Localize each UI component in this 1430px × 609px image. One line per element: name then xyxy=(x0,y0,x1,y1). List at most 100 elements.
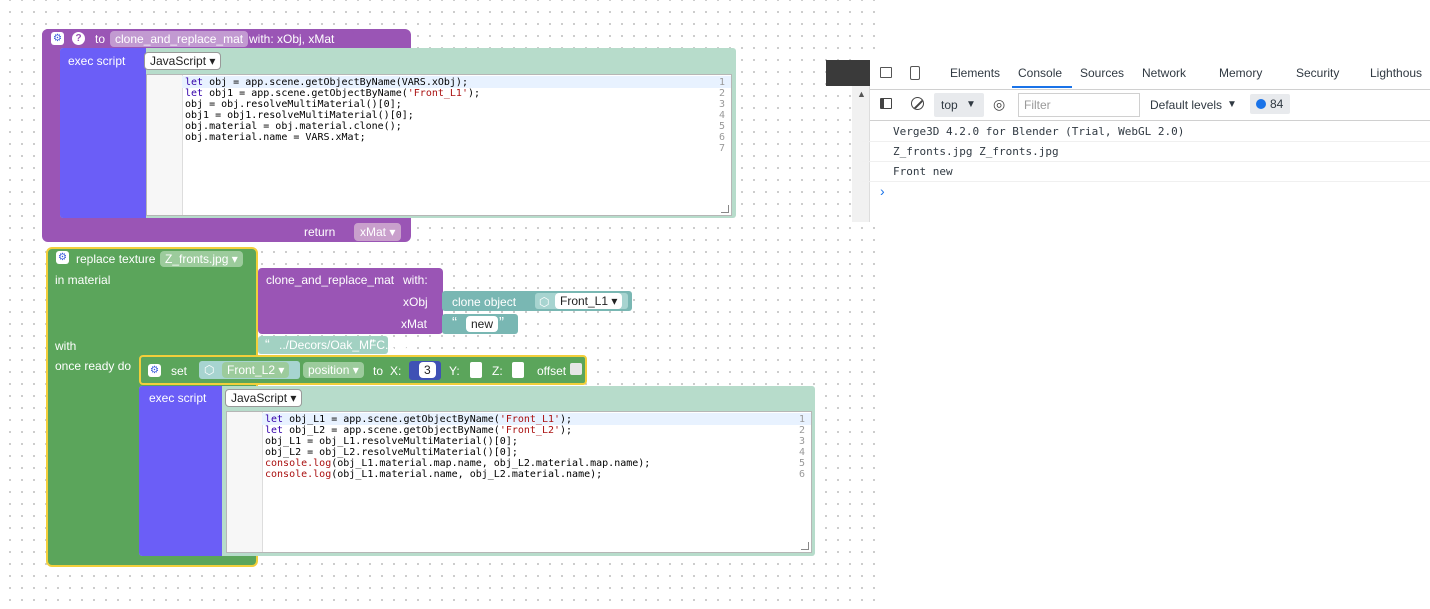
filter-placeholder: Filter xyxy=(1024,98,1051,112)
cube-icon: ⬡ xyxy=(204,363,215,377)
code-line: obj = obj.resolveMultiMaterial()[0]; xyxy=(185,99,402,110)
x-value[interactable]: 3 xyxy=(419,362,436,378)
inspect-element-icon[interactable] xyxy=(880,67,892,78)
tab-elements[interactable]: Elements xyxy=(950,66,1001,80)
code-editor-2[interactable]: 1 2 3 4 5 6 let obj_L1 = app.scene.getOb… xyxy=(226,411,812,553)
property-dropdown[interactable]: position ▾ xyxy=(303,362,364,378)
xmat-arg-label: xMat xyxy=(401,317,428,331)
call-with-label: with: xyxy=(403,273,428,287)
language-dropdown[interactable]: JavaScript ▾ xyxy=(144,52,222,70)
open-quote-icon: “ xyxy=(452,314,457,331)
clone-object-label: clone object xyxy=(452,295,517,309)
context-selector[interactable] xyxy=(934,93,984,117)
resize-grip-icon[interactable] xyxy=(801,542,809,550)
console-prompt-icon[interactable]: › xyxy=(880,183,885,199)
page-dark-strip xyxy=(826,60,870,86)
return-label: return xyxy=(304,225,336,239)
y-label: Y: xyxy=(449,364,460,378)
help-icon[interactable]: ? xyxy=(72,32,85,45)
line-number: 2 xyxy=(798,425,805,436)
line-number: 4 xyxy=(798,447,805,458)
gear-icon[interactable]: ⚙ xyxy=(51,32,64,45)
z-input-slot[interactable] xyxy=(512,362,524,378)
object-dropdown-front-l1[interactable]: Front_L1 ▾ xyxy=(555,293,623,309)
language-dropdown-2[interactable]: JavaScript ▾ xyxy=(225,389,303,407)
code-gutter xyxy=(227,412,263,552)
offset-label: offset xyxy=(537,364,567,378)
code-line: obj_L2 = obj_L2.resolveMultiMaterial()[0… xyxy=(265,447,518,458)
line-number: 3 xyxy=(798,436,805,447)
message-count: 84 xyxy=(1270,97,1284,111)
live-expression-eye-icon[interactable]: ◎ xyxy=(993,96,1006,112)
tab-memory[interactable]: Memory xyxy=(1219,66,1263,80)
line-number: 2 xyxy=(718,88,725,99)
exec-script-label-2: exec script xyxy=(149,391,207,405)
code-line: let obj_L2 = app.scene.getObjectByName('… xyxy=(265,425,573,436)
return-variable-dropdown[interactable]: xMat ▾ xyxy=(354,223,402,241)
url-text[interactable]: ../Decors/Oak_MFC.ktx2 xyxy=(279,338,411,352)
procedure-name-field[interactable]: clone_and_replace_mat xyxy=(110,31,249,47)
code-line: obj.material = obj.material.clone(); xyxy=(185,121,402,132)
filter-input[interactable] xyxy=(1018,93,1140,117)
active-line-highlight xyxy=(262,413,811,425)
active-line-highlight xyxy=(182,76,731,88)
chevron-down-icon: ▼ xyxy=(966,99,976,110)
x-label: X: xyxy=(390,364,402,378)
y-input-slot[interactable] xyxy=(470,362,482,378)
replace-texture-label: replace texture xyxy=(76,252,156,266)
tab-lighthouse[interactable]: Lighthous xyxy=(1370,66,1423,80)
line-number: 4 xyxy=(718,110,725,121)
proc-to-label: to xyxy=(95,32,106,46)
with-label: with xyxy=(55,339,77,353)
active-tab-underline xyxy=(1012,86,1072,88)
cube-icon: ⬡ xyxy=(539,295,550,309)
tab-sources[interactable]: Sources xyxy=(1080,66,1125,80)
close-quote-icon: ” xyxy=(370,336,375,352)
sidebar-toggle-icon[interactable] xyxy=(880,98,892,109)
context-value: top xyxy=(941,98,958,112)
tab-console[interactable]: Console xyxy=(1018,66,1063,80)
message-icon xyxy=(1256,99,1266,109)
offset-checkbox[interactable] xyxy=(570,363,582,375)
line-number: 1 xyxy=(718,77,725,88)
exec-script-body-2 xyxy=(139,386,222,556)
text-block-url[interactable] xyxy=(258,336,388,354)
console-line: Verge3D 4.2.0 for Blender (Trial, WebGL … xyxy=(862,122,1430,142)
code-line: obj1 = obj1.resolveMultiMaterial()[0]; xyxy=(185,110,414,121)
console-line: Front new xyxy=(862,162,1430,182)
text-value-new[interactable]: new xyxy=(466,316,499,332)
z-label: Z: xyxy=(492,364,503,378)
gear-icon[interactable]: ⚙ xyxy=(148,364,161,377)
texture-dropdown[interactable]: Z_fronts.jpg ▾ xyxy=(160,251,243,267)
tab-security[interactable]: Security xyxy=(1296,66,1340,80)
line-number: 5 xyxy=(798,458,805,469)
scroll-up-icon[interactable]: ▲ xyxy=(857,89,866,99)
code-line: console.log(obj_L1.material.map.name, ob… xyxy=(265,458,651,469)
clear-console-icon[interactable] xyxy=(911,97,924,110)
line-number: 6 xyxy=(798,469,805,480)
code-line: console.log(obj_L1.material.name, obj_L2… xyxy=(265,469,603,480)
line-number: 3 xyxy=(718,99,725,110)
devtools-tabbar xyxy=(870,60,1430,90)
code-gutter xyxy=(147,75,183,215)
tab-network[interactable]: Network xyxy=(1142,66,1187,80)
resize-grip-icon[interactable] xyxy=(721,205,729,213)
device-toolbar-icon[interactable] xyxy=(910,66,920,80)
code-line: let obj_L1 = app.scene.getObjectByName('… xyxy=(265,414,573,425)
exec-script-label: exec script xyxy=(68,54,126,68)
code-line: let obj1 = app.scene.getObjectByName('Fr… xyxy=(185,88,481,99)
call-procedure-block[interactable] xyxy=(258,268,443,334)
gear-icon[interactable]: ⚙ xyxy=(56,251,69,264)
code-line: obj.material.name = VARS.xMat; xyxy=(185,132,366,143)
exec-script-body xyxy=(60,48,146,218)
line-number: 5 xyxy=(718,121,725,132)
proc-params-label: with: xObj, xMat xyxy=(249,32,335,46)
code-editor[interactable]: 1 2 3 4 5 6 7 let obj = app.scene.getObj… xyxy=(146,74,732,216)
devtools-scrollbar[interactable] xyxy=(852,86,870,222)
code-line: let obj = app.scene.getObjectByName(VARS… xyxy=(185,77,468,88)
log-levels-dropdown[interactable]: Default levels xyxy=(1150,98,1223,112)
object-dropdown-front-l2[interactable]: Front_L2 ▾ xyxy=(222,362,290,378)
call-procedure-name: clone_and_replace_mat xyxy=(266,273,395,287)
open-quote-icon: “ xyxy=(265,336,270,352)
once-ready-label: once ready do xyxy=(55,359,132,373)
